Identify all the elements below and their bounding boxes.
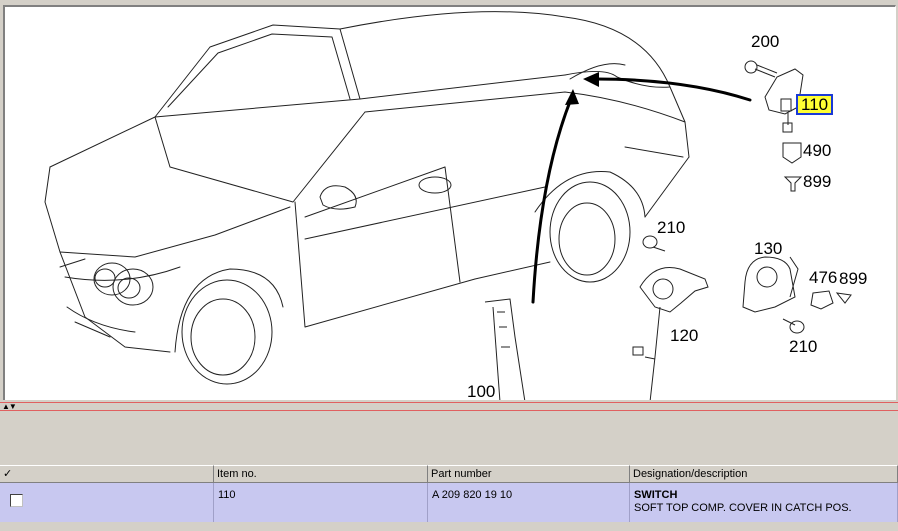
designation-title: SWITCH: [634, 489, 678, 501]
column-header-item-no[interactable]: Item no.: [214, 465, 428, 483]
collapse-arrows-icon[interactable]: ▲▼: [2, 402, 17, 411]
callout-130[interactable]: 130: [754, 239, 783, 258]
diagram-panel: 200 110 490 899 210 130 476 899 120 210 …: [3, 5, 896, 400]
check-cell: [0, 483, 214, 522]
exploded-view-diagram[interactable]: 200 110 490 899 210 130 476 899 120 210 …: [3, 5, 896, 400]
parts-table: ✓ Item no. Part number Designation/descr…: [0, 465, 898, 531]
callout-899-b[interactable]: 899: [839, 269, 868, 288]
row-checkbox[interactable]: [10, 494, 23, 507]
empty-toolbar-area: [0, 411, 898, 465]
designation-detail: SOFT TOP COMP. COVER IN CATCH POS.: [634, 502, 852, 514]
callout-200[interactable]: 200: [751, 32, 780, 51]
panel-splitter[interactable]: ▲▼: [0, 402, 898, 411]
callout-490[interactable]: 490: [803, 141, 832, 160]
column-header-designation[interactable]: Designation/description: [630, 465, 898, 483]
callout-210[interactable]: 210: [657, 218, 686, 237]
callout-100[interactable]: 100: [467, 382, 496, 400]
designation-cell: SWITCH SOFT TOP COMP. COVER IN CATCH POS…: [630, 483, 898, 522]
part-number-cell: A 209 820 19 10: [428, 483, 630, 522]
item-no-cell: 110: [214, 483, 428, 522]
callout-110-selected[interactable]: 110: [796, 94, 834, 115]
column-header-part-number[interactable]: Part number: [428, 465, 630, 483]
table-footer: [0, 522, 898, 531]
callout-120[interactable]: 120: [670, 326, 699, 345]
callout-476[interactable]: 476: [809, 268, 838, 287]
car-illustration: [44, 11, 852, 400]
column-header-check[interactable]: ✓: [0, 465, 214, 483]
callout-899[interactable]: 899: [803, 172, 832, 191]
callout-210-b[interactable]: 210: [789, 337, 818, 356]
table-row[interactable]: 110 A 209 820 19 10 SWITCH SOFT TOP COMP…: [0, 483, 898, 522]
